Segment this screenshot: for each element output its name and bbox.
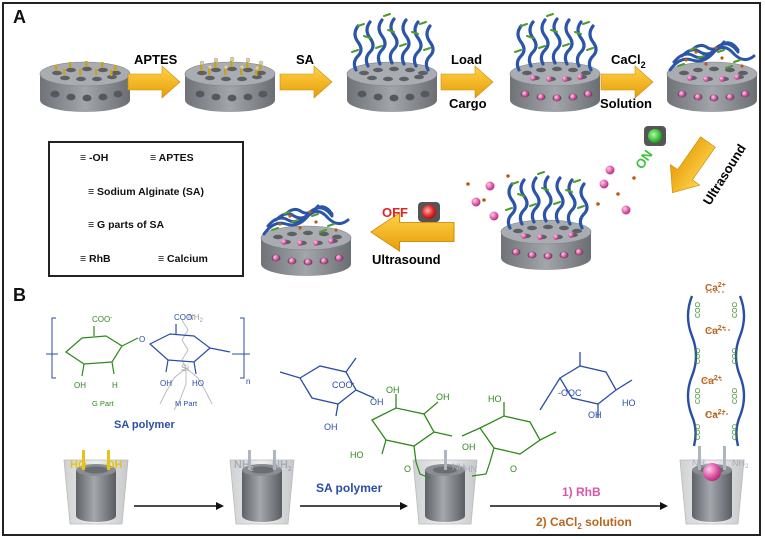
disk-bare [39,61,131,113]
step-cacl2-label: CaCl2 [611,52,646,70]
legend-calcium: ≡ Calcium [158,253,208,265]
disk-loaded [509,12,601,113]
arrow-sa [279,65,333,99]
legend-box: ≡ -OH ≡ APTES ≡ Sodium Alginate (SA) ≡ G… [48,141,244,277]
step-aptes-label: APTES [134,52,178,67]
legend-gparts: ≡ G parts of SA [88,219,165,231]
step-sa-label: SA [296,52,315,67]
step-cargo-label: Cargo [449,96,487,111]
on-label: ON [632,147,655,172]
ultrasound-off-label: Ultrasound [372,252,441,267]
legend-aptes: ≡ APTES [150,152,194,164]
arrow-aptes [127,65,181,99]
off-label: OFF [382,205,408,220]
panel-b-letter: B [13,285,26,305]
on-button-icon [644,126,666,146]
legend-sa: ≡ Sodium Alginate (SA) [88,186,204,198]
off-button-icon [418,202,440,222]
disk-aptes [184,56,276,113]
disk-sa [346,12,438,113]
legend-rhb: ≡ RhB [80,253,111,265]
step-solution-label: Solution [600,96,652,111]
disk-capped [666,40,758,113]
released-particles [466,165,636,221]
arrow-cacl2 [600,65,654,99]
legend-oh: ≡ -OH [80,152,109,164]
disk-released [500,170,592,271]
arrow-ultrasound-on [669,136,716,194]
panel-a-letter: A [13,7,26,27]
disk-recapped [260,204,352,277]
step-load-label: Load [451,52,482,67]
arrow-load [440,65,494,99]
